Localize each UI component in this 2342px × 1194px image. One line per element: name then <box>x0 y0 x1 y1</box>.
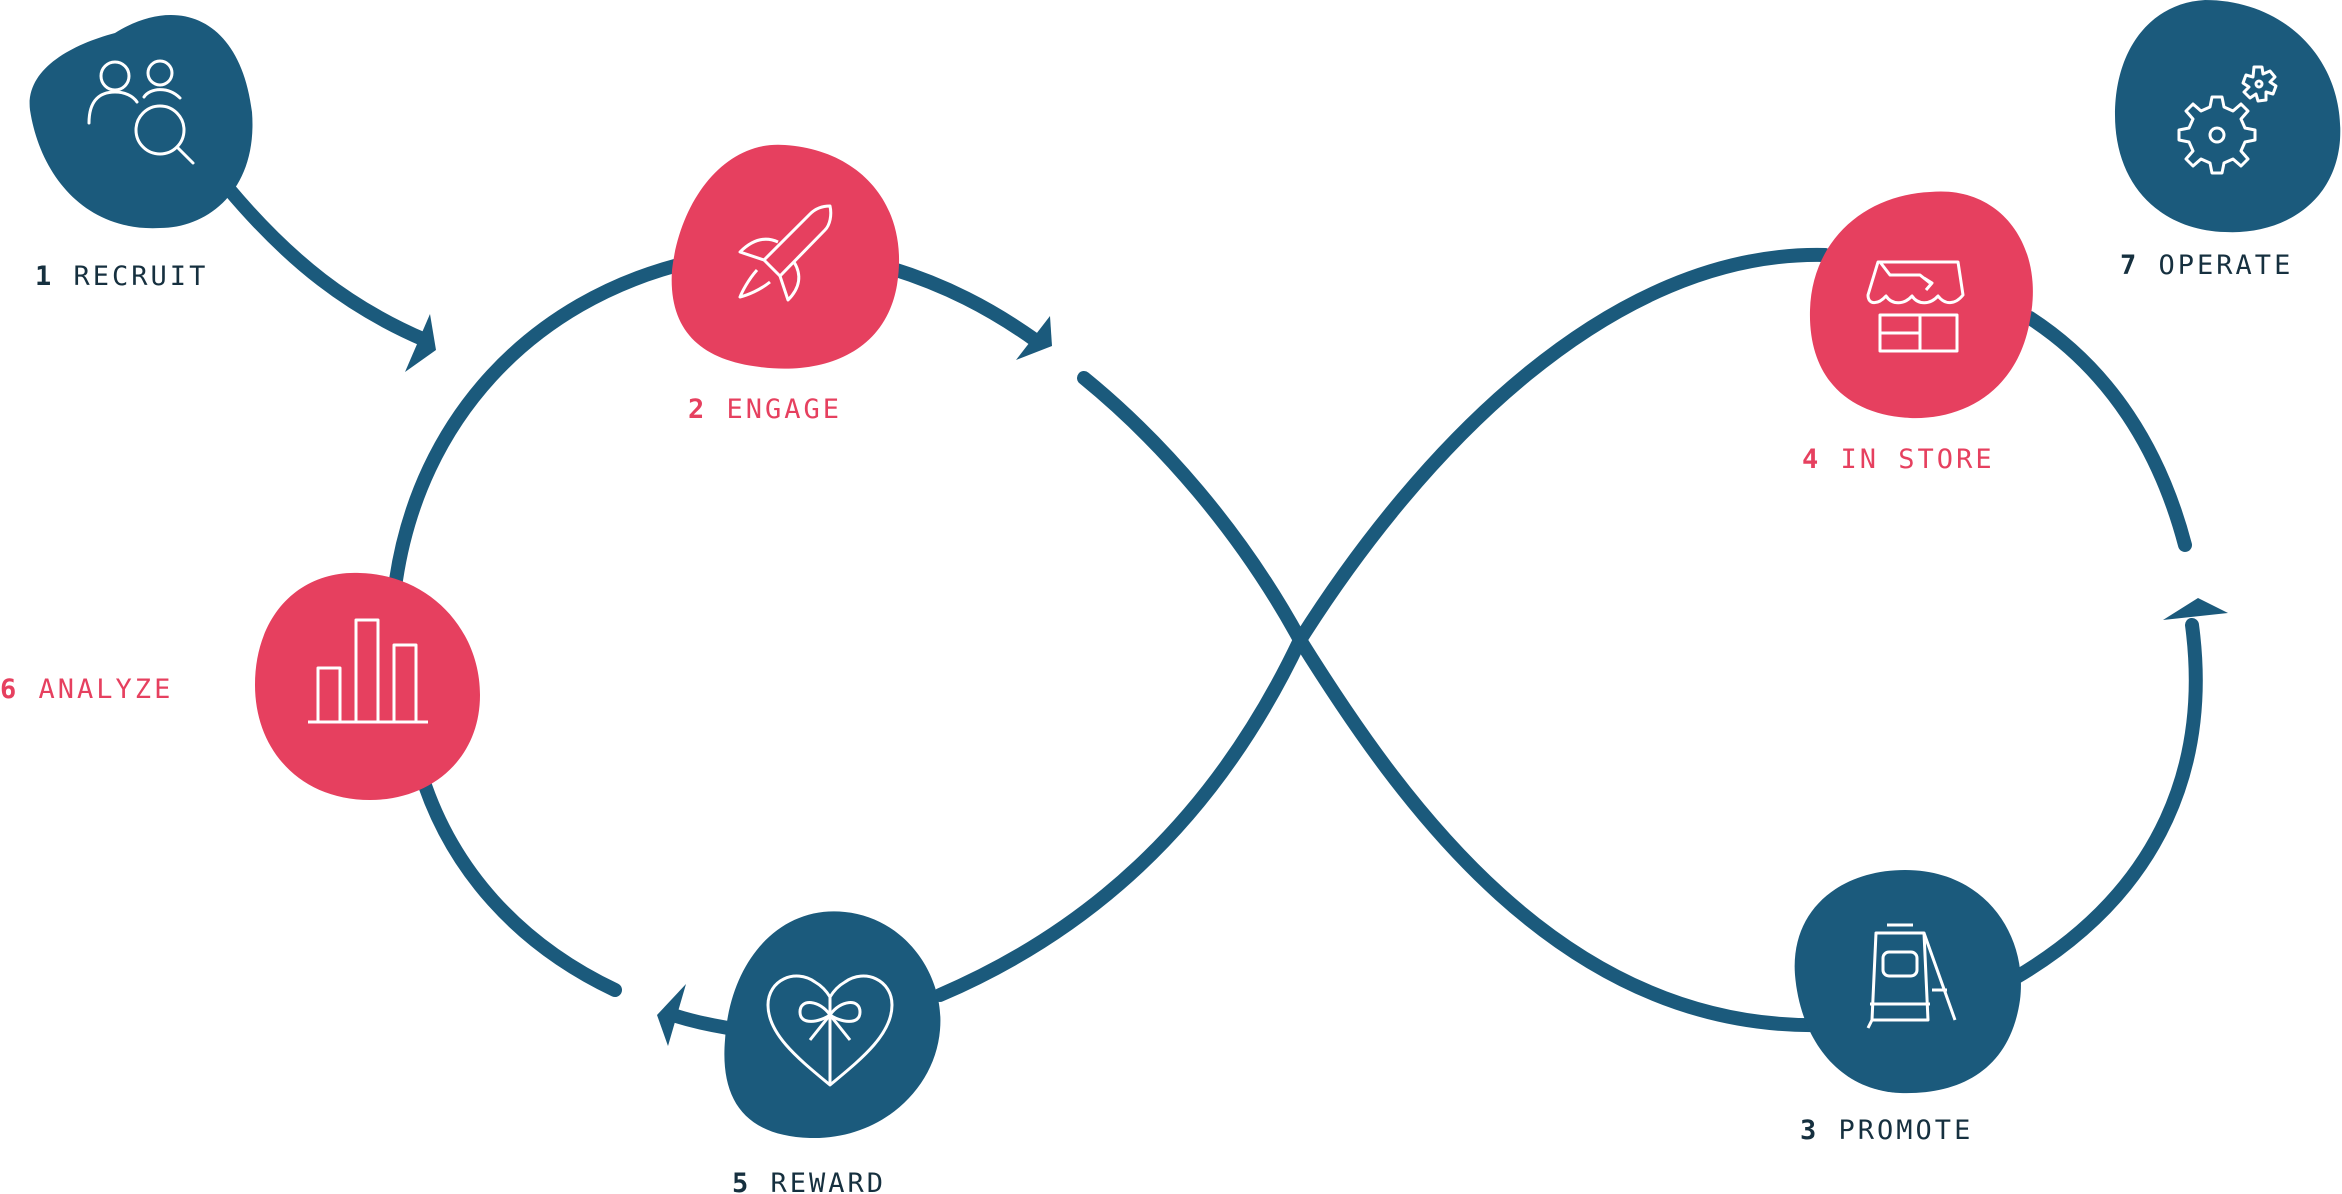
loop-segment-analyze-down <box>413 763 622 997</box>
blob-operate <box>2115 0 2341 233</box>
step-label-instore: 4 IN STORE <box>1802 444 1995 475</box>
step-label-analyze: 6 ANALYZE <box>0 674 173 705</box>
arrowhead-engage <box>1016 316 1052 360</box>
step-4-instore: 4 IN STORE <box>1802 191 2033 475</box>
step-2-engage: 2 ENGAGE <box>671 144 900 425</box>
step-3-promote: 3 PROMOTE <box>1794 870 2021 1146</box>
step-label-engage: 2 ENGAGE <box>688 394 842 425</box>
gears-icon <box>2177 65 2278 175</box>
loop-segment-instore-right <box>2023 311 2192 552</box>
loop-segment-reward-out <box>669 1009 735 1035</box>
bar-chart-icon <box>308 618 428 724</box>
step-5-reward: 5 REWARD <box>724 911 941 1194</box>
sandwich-board-sign-icon <box>1866 923 1957 1029</box>
step-label-operate: 7 OPERATE <box>2120 250 2293 281</box>
loop-segment-cross-down <box>1077 371 1827 1033</box>
people-search-icon <box>87 59 195 165</box>
arrowhead-promote <box>2163 598 2228 620</box>
step-6-analyze: 6 ANALYZE <box>0 572 480 800</box>
step-7-operate: 7 OPERATE <box>2115 0 2341 281</box>
blob-instore <box>1809 191 2033 419</box>
loop-segment-promote-up <box>2008 618 2203 985</box>
loop-path <box>221 181 2203 1035</box>
blob-reward <box>724 911 941 1139</box>
blob-engage <box>671 144 900 369</box>
gift-heart-icon <box>766 974 894 1087</box>
blob-recruit <box>29 14 253 229</box>
arrowhead-recruit <box>405 314 436 372</box>
loop-segment-cross-up <box>933 247 1832 1002</box>
step-label-promote: 3 PROMOTE <box>1800 1115 1973 1146</box>
blob-analyze <box>255 572 480 800</box>
step-1-recruit: 1 RECRUIT <box>29 14 253 292</box>
step-label-recruit: 1 RECRUIT <box>35 261 208 292</box>
blob-promote <box>1794 870 2021 1094</box>
storefront-icon <box>1866 260 1965 353</box>
loop-segment-recruit-entry <box>221 181 432 347</box>
loop-segment-analyze-to-engage <box>389 255 697 587</box>
step-label-reward: 5 REWARD <box>732 1168 886 1194</box>
arrowhead-reward <box>657 984 686 1046</box>
arrowheads <box>405 314 2228 1046</box>
loop-segment-engage-out <box>883 261 1042 347</box>
rocket-icon <box>738 204 833 302</box>
